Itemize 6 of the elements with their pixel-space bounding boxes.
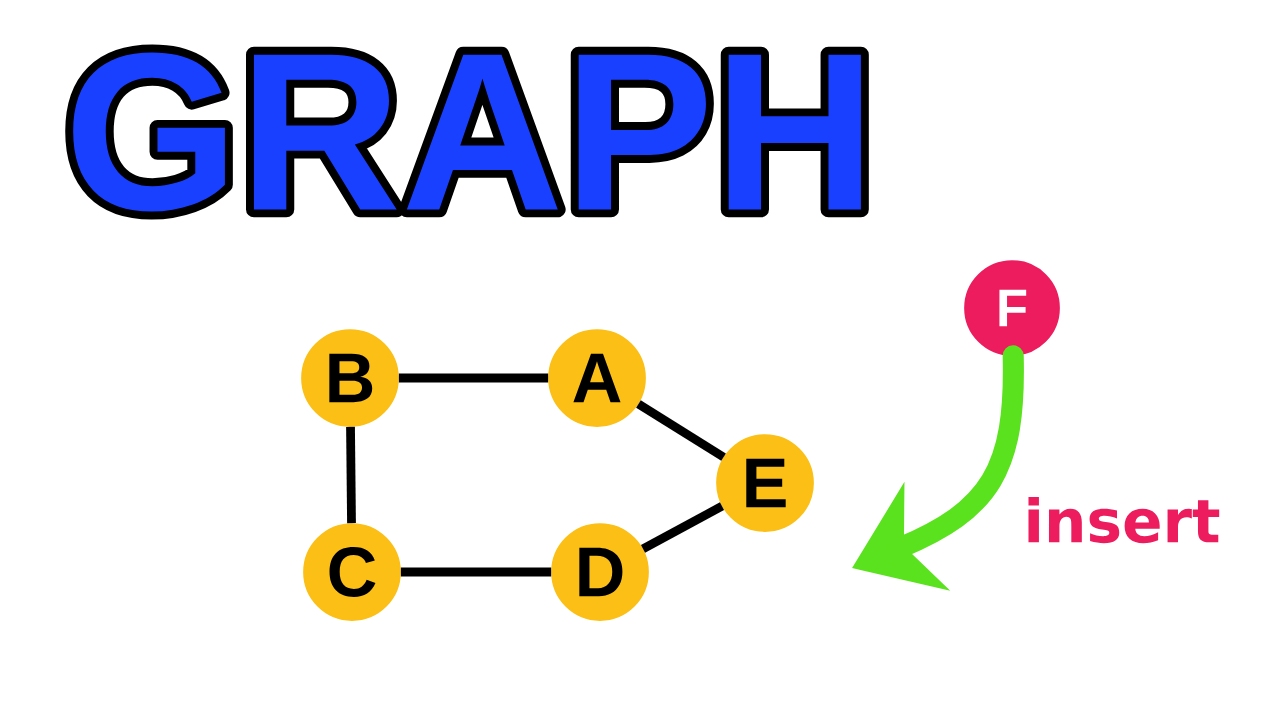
edge-line	[346, 426, 356, 524]
edge-label: insert	[1021, 495, 1223, 545]
edge-line	[640, 502, 725, 553]
edge-line	[636, 400, 726, 461]
edge-line	[398, 373, 549, 383]
edge-line	[400, 567, 552, 577]
